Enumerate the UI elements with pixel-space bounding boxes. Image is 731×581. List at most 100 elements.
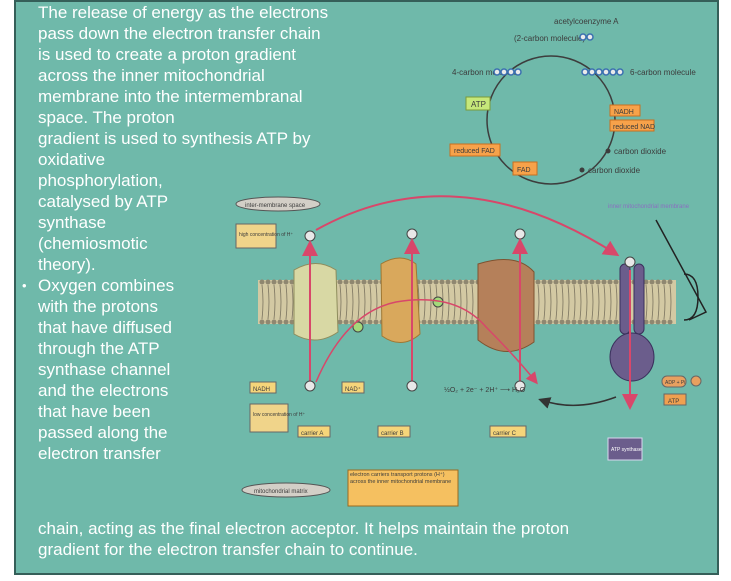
lipid-head-outer bbox=[434, 280, 439, 285]
text-line-7: gradient is used to synthesis ATP by bbox=[38, 128, 310, 149]
lipid-head-inner bbox=[446, 320, 451, 325]
six-carbon-label: 6-carbon molecule bbox=[630, 68, 696, 77]
acetyl-label: acetylcoenzyme A bbox=[554, 17, 619, 26]
text-line-6: space. The proton bbox=[38, 107, 175, 128]
matrix-label: mitochondrial matrix bbox=[254, 489, 308, 495]
lipid-head-inner bbox=[596, 320, 601, 325]
bullet-line-8: passed along the bbox=[38, 422, 168, 443]
proton-4 bbox=[625, 257, 635, 267]
lipid-head-inner bbox=[602, 320, 607, 325]
lipid-head-outer bbox=[572, 280, 577, 285]
bullet-line-7: that have been bbox=[38, 401, 150, 422]
nad-box-label: NAD⁺ bbox=[345, 386, 361, 393]
atp-synthase-label: ATP synthase bbox=[611, 447, 642, 453]
lipid-head-outer bbox=[584, 280, 589, 285]
lipid-head-inner bbox=[608, 320, 613, 325]
lipid-head-inner bbox=[374, 320, 379, 325]
lipid-head-outer bbox=[542, 280, 547, 285]
bullet-line-10: chain, acting as the final electron acce… bbox=[38, 518, 569, 539]
lipid-head-outer bbox=[374, 280, 379, 285]
text-line-2: pass down the electron transfer chain bbox=[38, 23, 321, 44]
proton-6 bbox=[407, 381, 417, 391]
lipid-head-outer bbox=[596, 280, 601, 285]
lipid-head-inner bbox=[470, 320, 475, 325]
bullet-line-5: synthase channel bbox=[38, 359, 170, 380]
lipid-head-outer bbox=[560, 280, 565, 285]
inner-membrane-label: inner mitochondrial membrane bbox=[608, 204, 690, 210]
krebs-cycle: acetylcoenzyme A (2-carbon molecule) 4-c… bbox=[450, 17, 696, 184]
bullet-line-1: Oxygen combines bbox=[38, 275, 174, 296]
note-text: electron carriers transport protons (H⁺)… bbox=[350, 472, 456, 486]
lipid-head-outer bbox=[578, 280, 583, 285]
krebs-nadh-label: NADH bbox=[614, 109, 634, 116]
text-line-8: oxidative bbox=[38, 149, 105, 170]
lipid-head-inner bbox=[572, 320, 577, 325]
proton-5 bbox=[305, 381, 315, 391]
lipid-head-inner bbox=[272, 320, 277, 325]
lipid-head-inner bbox=[560, 320, 565, 325]
adp-label: ADP + Pi bbox=[665, 380, 685, 386]
co2-dot-2 bbox=[580, 168, 585, 173]
lipid-head-inner bbox=[428, 320, 433, 325]
proton-1 bbox=[305, 231, 315, 241]
lipid-head-inner bbox=[542, 320, 547, 325]
carrier-a bbox=[294, 264, 338, 341]
pi-circle bbox=[691, 376, 701, 386]
high-conc-label: high concentration of H⁺ bbox=[239, 232, 293, 238]
text-line-4: across the inner mitochondrial bbox=[38, 65, 265, 86]
lipid-head-outer bbox=[548, 280, 553, 285]
text-line-12: (chemiosmotic bbox=[38, 233, 148, 254]
lipid-head-inner bbox=[548, 320, 553, 325]
lipid-head-outer bbox=[260, 280, 265, 285]
bullet-line-11: gradient for the electron transfer chain… bbox=[38, 539, 418, 560]
lipid-head-inner bbox=[422, 320, 427, 325]
lipid-head-outer bbox=[650, 280, 655, 285]
lipid-head-inner bbox=[536, 320, 541, 325]
lipid-head-outer bbox=[350, 280, 355, 285]
bullet-line-9: electron transfer bbox=[38, 443, 161, 464]
carrier-a-label: carrier A bbox=[301, 431, 323, 437]
lipid-head-outer bbox=[272, 280, 277, 285]
atp-synthase-column-1 bbox=[620, 264, 630, 334]
text-line-13: theory). bbox=[38, 254, 96, 275]
lipid-head-inner bbox=[668, 320, 673, 325]
membrane-bracket bbox=[684, 274, 698, 320]
lipid-head-outer bbox=[662, 280, 667, 285]
lipid-head-inner bbox=[662, 320, 667, 325]
lipid-head-outer bbox=[464, 280, 469, 285]
lipid-head-outer bbox=[614, 280, 619, 285]
lipid-head-outer bbox=[602, 280, 607, 285]
lipid-head-inner bbox=[464, 320, 469, 325]
proton-flow-arc bbox=[316, 196, 616, 254]
bullet-line-6: and the electrons bbox=[38, 380, 168, 401]
etc-diagram: inter-membrane space high concentration … bbox=[236, 196, 706, 506]
lipid-head-inner bbox=[614, 320, 619, 325]
lipid-head-outer bbox=[446, 280, 451, 285]
bullet-line-3: that have diffused bbox=[38, 317, 172, 338]
lipid-head-inner bbox=[338, 320, 343, 325]
text-line-10: catalysed by ATP bbox=[38, 191, 168, 212]
co2-label-2: carbon dioxide bbox=[588, 166, 641, 175]
krebs-atp-label: ATP bbox=[471, 100, 486, 109]
reaction-return-arrow bbox=[541, 397, 616, 405]
lipid-head-inner bbox=[650, 320, 655, 325]
lipid-head-outer bbox=[566, 280, 571, 285]
lipid-head-inner bbox=[584, 320, 589, 325]
lipid-head-inner bbox=[344, 320, 349, 325]
water-reaction: ½O₂ + 2e⁻ + 2H⁺ ⟶ H₂O bbox=[444, 386, 526, 394]
lipid-head-outer bbox=[440, 280, 445, 285]
lipid-head-outer bbox=[536, 280, 541, 285]
lipid-head-outer bbox=[554, 280, 559, 285]
acetyl-molecule bbox=[580, 34, 593, 40]
lipid-head-outer bbox=[428, 280, 433, 285]
atp-synthase-head bbox=[610, 333, 654, 381]
lipid-head-inner bbox=[434, 320, 439, 325]
lipid-head-outer bbox=[266, 280, 271, 285]
lipid-head-outer bbox=[608, 280, 613, 285]
carrier-c-label: carrier C bbox=[493, 431, 517, 437]
lipid-head-outer bbox=[590, 280, 595, 285]
carrier-c bbox=[478, 260, 534, 352]
krebs-fad-label: FAD bbox=[517, 167, 531, 174]
bullet-point: • bbox=[22, 275, 27, 296]
text-line-11: synthase bbox=[38, 212, 106, 233]
